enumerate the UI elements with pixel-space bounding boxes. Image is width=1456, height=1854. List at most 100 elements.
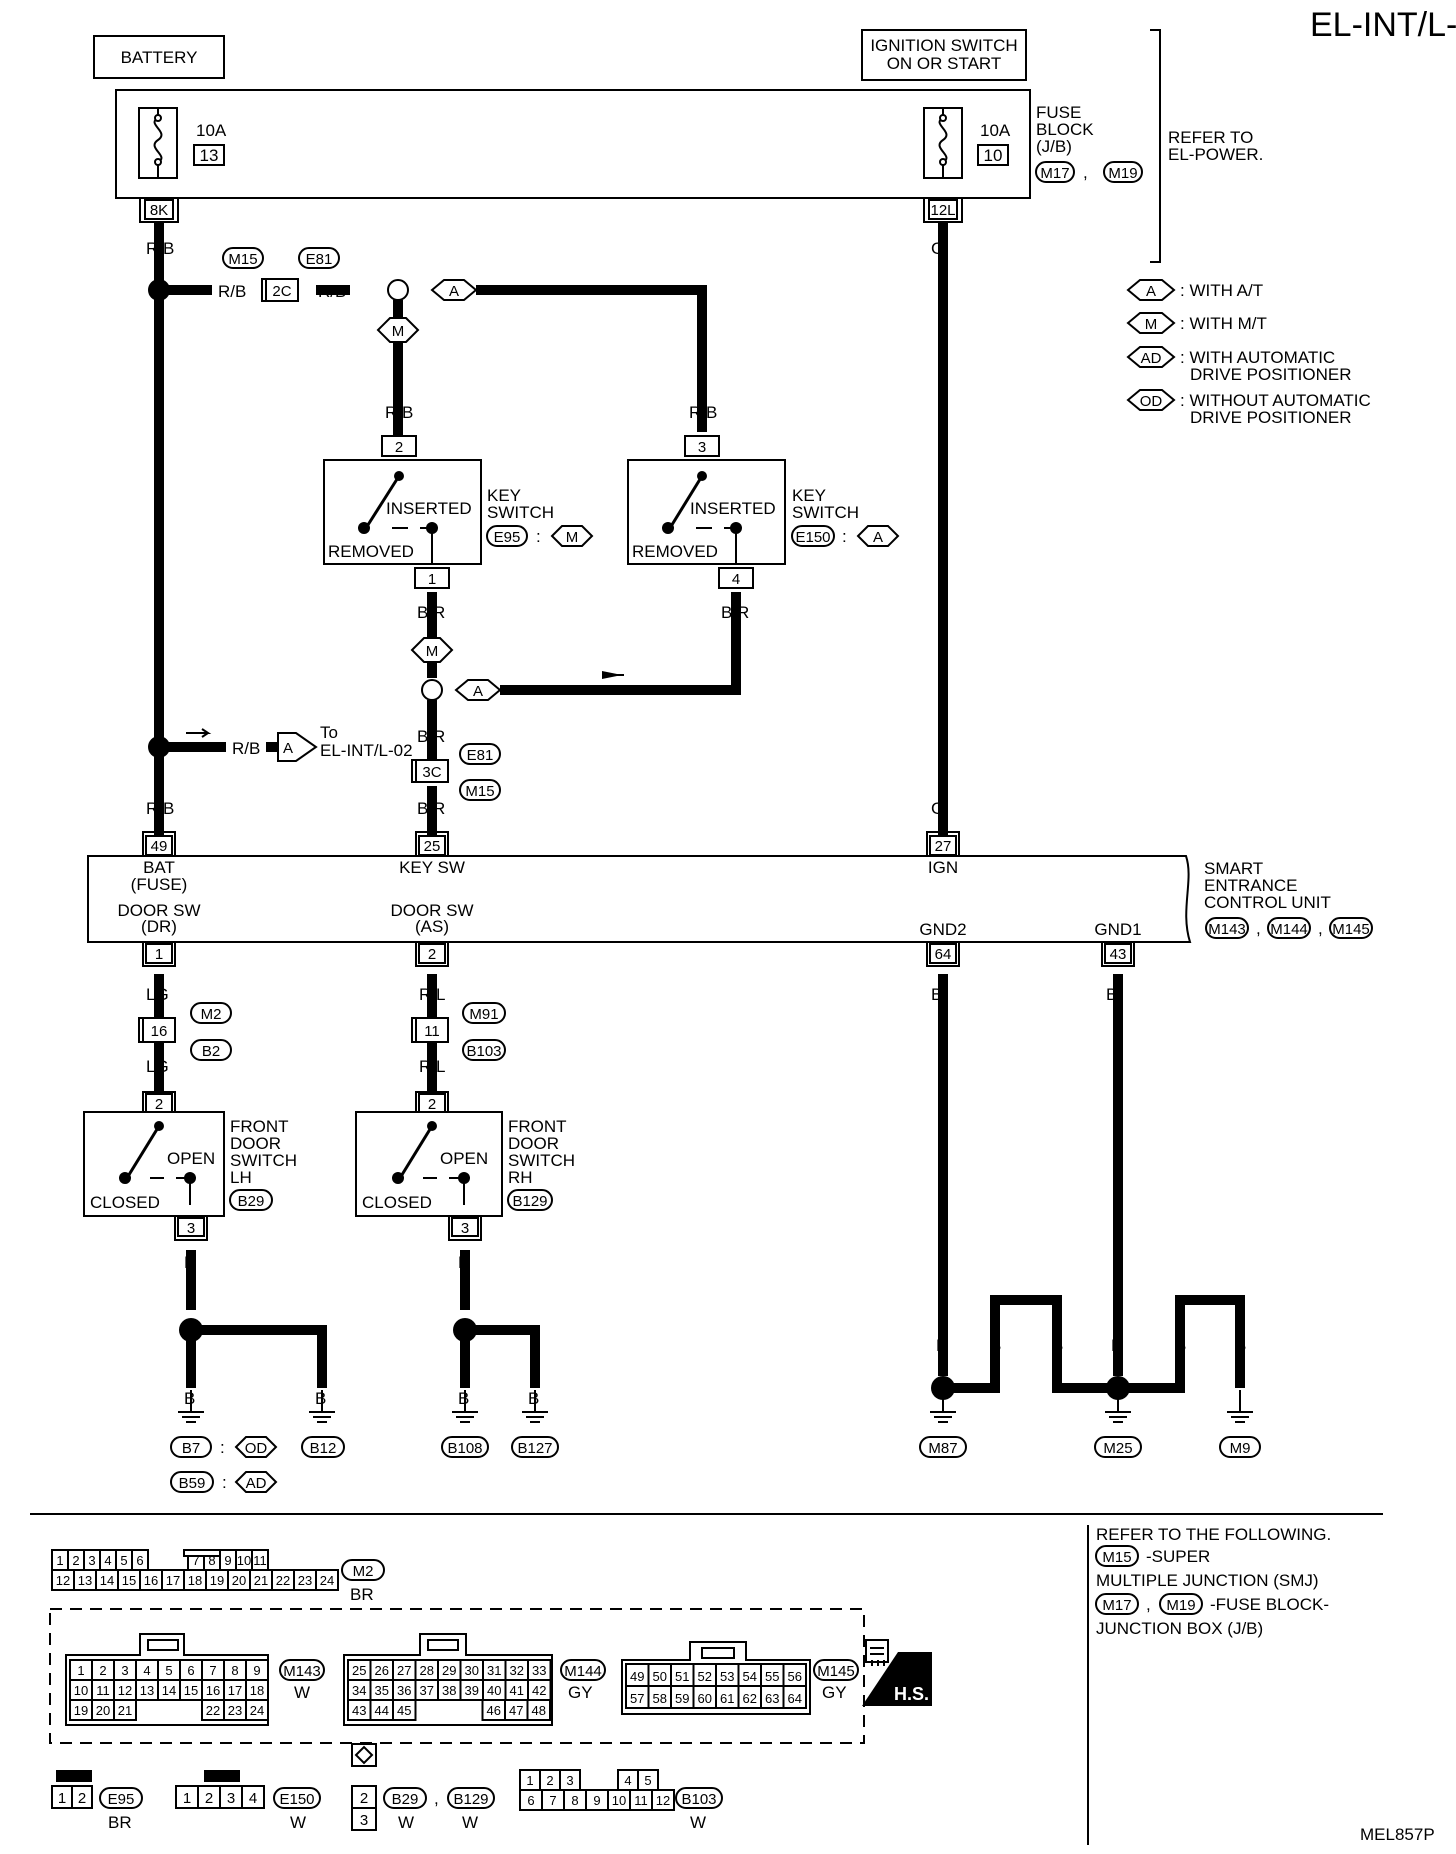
reference-notes: REFER TO THE FOLLOWING. M15 -SUPER MULTI… bbox=[1095, 1525, 1331, 1638]
connector-pin-number: 36 bbox=[397, 1683, 411, 1698]
svg-text:CONTROL UNIT: CONTROL UNIT bbox=[1204, 893, 1331, 912]
option-tag-a: A bbox=[454, 679, 502, 701]
svg-text:GY: GY bbox=[822, 1683, 847, 1702]
connector-pin-number: 50 bbox=[653, 1669, 667, 1684]
connector-pin-number: 28 bbox=[420, 1663, 434, 1678]
connector-pin-number: 19 bbox=[74, 1703, 88, 1718]
page-title: EL-INT/L-01 bbox=[1310, 6, 1456, 44]
connector-pin-number: 3 bbox=[88, 1553, 95, 1568]
connector-pin-number: 6 bbox=[187, 1663, 194, 1678]
key-switch-e95: 2 INSERTED REMOVED 1 KEY SWITCH E95 : M bbox=[323, 435, 594, 589]
connector-pin-number: 17 bbox=[166, 1573, 180, 1588]
svg-text:REMOVED: REMOVED bbox=[328, 542, 414, 561]
svg-text:CLOSED: CLOSED bbox=[362, 1193, 432, 1212]
svg-text:,: , bbox=[1318, 919, 1323, 938]
svg-text:M145: M145 bbox=[817, 1663, 855, 1680]
connector-pin-number: 54 bbox=[743, 1669, 757, 1684]
svg-text:OPEN: OPEN bbox=[167, 1149, 215, 1168]
svg-text:SWITCH: SWITCH bbox=[792, 503, 859, 522]
svg-text:B129: B129 bbox=[512, 1193, 547, 1210]
connector-pin-number: 1 bbox=[77, 1663, 84, 1678]
svg-text:SWITCH: SWITCH bbox=[230, 1151, 297, 1170]
connector-pin-cell bbox=[113, 1699, 137, 1721]
svg-text:BATTERY: BATTERY bbox=[121, 48, 198, 67]
connector-pin-number: 11 bbox=[96, 1683, 110, 1698]
connector-pin-number: 5 bbox=[644, 1773, 651, 1788]
connector-pin-number: 20 bbox=[96, 1703, 110, 1718]
svg-text:FRONT: FRONT bbox=[508, 1117, 567, 1136]
connector-pin-number: 30 bbox=[465, 1663, 479, 1678]
connector-view-b29-b129: 2 3 B29 , B129 W W bbox=[351, 1743, 495, 1832]
svg-text:10A: 10A bbox=[980, 121, 1011, 140]
svg-text:M19: M19 bbox=[1166, 1597, 1195, 1614]
svg-text:B7: B7 bbox=[182, 1440, 200, 1457]
connector-pin-number: 15 bbox=[122, 1573, 136, 1588]
svg-text:,: , bbox=[1146, 1595, 1151, 1614]
wire-label: R/L bbox=[419, 1057, 445, 1076]
svg-text:BAT: BAT bbox=[143, 858, 175, 877]
wire-label: B/R bbox=[417, 799, 445, 818]
svg-text:B103: B103 bbox=[681, 1791, 716, 1808]
connector-pin-number: 41 bbox=[510, 1683, 524, 1698]
connector-pin-number: 40 bbox=[487, 1683, 501, 1698]
connector-pin-number: 7 bbox=[192, 1553, 199, 1568]
connector-pin-number: 60 bbox=[698, 1691, 712, 1706]
connector-pin-number: 48 bbox=[532, 1703, 546, 1718]
svg-text:8K: 8K bbox=[150, 202, 168, 219]
option-split-circle bbox=[421, 679, 443, 701]
svg-text:AD: AD bbox=[246, 1475, 267, 1492]
svg-text:B127: B127 bbox=[517, 1440, 552, 1457]
svg-text:E150: E150 bbox=[279, 1791, 314, 1808]
wire-label: G bbox=[931, 239, 944, 258]
smart-entrance-control-unit: 49 25 27 BAT (FUSE) KEY SW IGN DOOR SW (… bbox=[87, 831, 1373, 967]
key-switch-e150: 3 INSERTED REMOVED 4 KEY SWITCH E150 : A bbox=[627, 435, 900, 589]
connector-pin-number: 23 bbox=[228, 1703, 242, 1718]
svg-text:64: 64 bbox=[935, 946, 952, 963]
wire-label: LG bbox=[146, 985, 169, 1004]
svg-text:ON OR START: ON OR START bbox=[887, 54, 1002, 73]
connector-pin-number: 15 bbox=[184, 1683, 198, 1698]
svg-text:-SUPER: -SUPER bbox=[1146, 1547, 1210, 1566]
svg-text:M144: M144 bbox=[564, 1663, 602, 1680]
svg-text:E81: E81 bbox=[467, 747, 494, 764]
svg-text:B: B bbox=[936, 1336, 947, 1355]
connector-pin-number: 11 bbox=[253, 1553, 267, 1568]
svg-text:BLOCK: BLOCK bbox=[1036, 120, 1094, 139]
svg-text:1: 1 bbox=[58, 1790, 66, 1807]
svg-text:(AS): (AS) bbox=[415, 917, 449, 936]
svg-text:W: W bbox=[690, 1813, 706, 1832]
svg-text:M: M bbox=[566, 529, 579, 546]
ground-symbols bbox=[177, 1390, 1254, 1423]
connector-pin-number: 22 bbox=[276, 1573, 290, 1588]
connector-pin-number: 43 bbox=[352, 1703, 366, 1718]
svg-text:M17: M17 bbox=[1040, 165, 1069, 182]
option-split-circle bbox=[387, 279, 409, 301]
wire-label: R/L bbox=[419, 985, 445, 1004]
junction-3c: 3C E81 M15 bbox=[411, 743, 501, 801]
svg-text:13: 13 bbox=[200, 146, 219, 165]
wire-label: B bbox=[184, 1253, 195, 1272]
ground-wire-labels: B B B B B B B B B B bbox=[184, 1336, 1246, 1408]
svg-text:B129: B129 bbox=[453, 1791, 488, 1808]
connector-pin-number: 55 bbox=[765, 1669, 779, 1684]
svg-text:M144: M144 bbox=[1270, 921, 1308, 938]
connector-pin-number: 51 bbox=[675, 1669, 689, 1684]
connector-pin-number: 62 bbox=[743, 1691, 757, 1706]
svg-text:49: 49 bbox=[151, 838, 168, 855]
svg-text:OD: OD bbox=[245, 1440, 268, 1457]
harness-side-icon: H.S. bbox=[862, 1639, 932, 1706]
svg-text:B: B bbox=[1235, 1336, 1246, 1355]
connector-view-e150: 1 2 3 4 E150 W bbox=[175, 1770, 321, 1832]
svg-text:E95: E95 bbox=[494, 529, 521, 546]
svg-text:LH: LH bbox=[230, 1168, 252, 1187]
svg-text:M: M bbox=[392, 323, 405, 340]
svg-text:A: A bbox=[283, 740, 293, 757]
connector-pin-number: 5 bbox=[120, 1553, 127, 1568]
svg-text:2C: 2C bbox=[272, 283, 291, 300]
svg-text:GY: GY bbox=[568, 1683, 593, 1702]
svg-text:E95: E95 bbox=[108, 1791, 135, 1808]
connector-pin-number: 18 bbox=[188, 1573, 202, 1588]
svg-text:REMOVED: REMOVED bbox=[632, 542, 718, 561]
connector-pin-number: 34 bbox=[352, 1683, 366, 1698]
